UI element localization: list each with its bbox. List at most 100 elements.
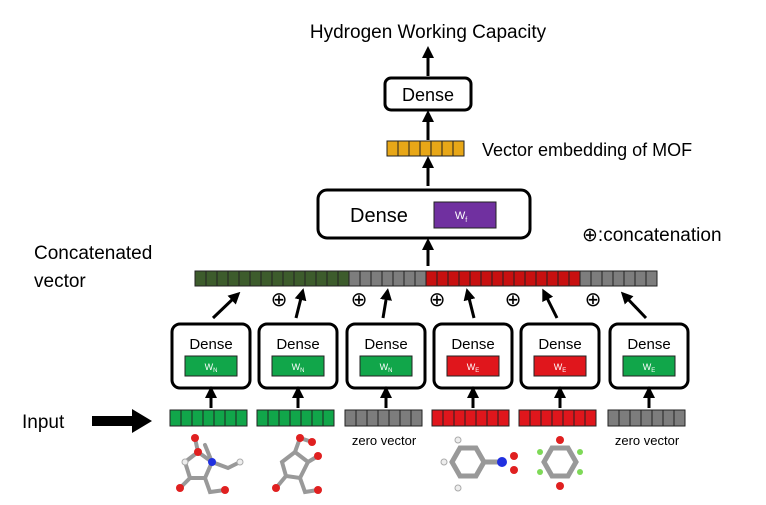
input-cell: [486, 409, 499, 427]
concat-cell: [315, 270, 328, 287]
concat-cell: [634, 270, 647, 287]
input-arrow-icon: [92, 409, 152, 433]
concat-cell: [491, 270, 504, 287]
input-cell: [497, 409, 510, 427]
concat-cell: [271, 270, 284, 287]
node-molecule-icon-1: [176, 434, 244, 495]
concat-cell: [304, 270, 317, 287]
embedding-cell: [397, 140, 410, 157]
input-cell: [640, 409, 653, 427]
concat-cell: [216, 270, 229, 287]
concat-cell: [205, 270, 218, 287]
embedding-label: Vector embedding of MOF: [482, 140, 692, 160]
concat-symbol: ⊕: [351, 289, 368, 311]
input-cell: [518, 409, 531, 427]
concat-vector-label-2: vector: [34, 271, 86, 292]
branch-dense-label: Dense: [364, 336, 407, 353]
branch-to-concat-arrow: [620, 291, 648, 320]
input-cell: [562, 409, 575, 427]
input-cell: [256, 409, 269, 427]
edge-molecule-icon-2: [537, 436, 583, 490]
concat-symbols: ⊕⊕⊕⊕⊕: [271, 289, 602, 311]
concat-cell: [557, 270, 570, 287]
concat-cell: [623, 270, 636, 287]
input-cell: [202, 409, 215, 427]
concat-cell: [425, 270, 438, 287]
concat-cell: [359, 270, 372, 287]
final-weight-box: [433, 201, 497, 229]
concat-cell: [645, 270, 658, 287]
input-vectors: zero vector zero vector: [169, 409, 686, 448]
branch-weight-label: WE: [467, 362, 480, 374]
input-cell: [651, 409, 664, 427]
input-vector-label: zero vector: [615, 433, 680, 448]
input-cell: [442, 409, 455, 427]
concat-cell: [568, 270, 581, 287]
concat-cell: [392, 270, 405, 287]
concat-cell: [502, 270, 515, 287]
input-cell: [344, 409, 357, 427]
input-cell: [475, 409, 488, 427]
final-dense-label: Dense: [350, 205, 408, 227]
input-cell: [453, 409, 466, 427]
concat-cell: [194, 270, 207, 287]
branch-weight-label: WE: [643, 362, 656, 374]
output-dense-label: Dense: [402, 85, 454, 105]
input-cell: [169, 409, 182, 427]
branch-weight-box: [446, 355, 500, 377]
input-cell: [388, 409, 401, 427]
input-vector-label: zero vector: [352, 433, 417, 448]
concatenated-vector: [194, 270, 658, 287]
node-molecule-icon-2: [272, 434, 322, 495]
embedding-cell: [386, 140, 399, 157]
concat-cell: [469, 270, 482, 287]
input-cell: [224, 409, 237, 427]
concat-cell: [403, 270, 416, 287]
final-weight-label: Wf: [455, 210, 467, 224]
input-cell: [377, 409, 390, 427]
concat-vector-label-1: Concatenated: [34, 243, 152, 264]
concat-cell: [436, 270, 449, 287]
input-cell: [213, 409, 226, 427]
branch-to-concat-arrow: [380, 288, 392, 319]
concat-cell: [601, 270, 614, 287]
concat-cell: [480, 270, 493, 287]
concat-cell: [590, 270, 603, 287]
branch-to-concat-arrow: [542, 288, 559, 319]
input-cell: [629, 409, 642, 427]
branch-to-concat-arrow: [294, 288, 307, 319]
concat-cell: [458, 270, 471, 287]
branch-arrows: [211, 288, 648, 320]
concat-cell: [348, 270, 361, 287]
concat-cell: [579, 270, 592, 287]
branch-dense-label: Dense: [189, 336, 232, 353]
branch-weight-box: [184, 355, 238, 377]
branch-dense-label: Dense: [627, 336, 670, 353]
concat-cell: [414, 270, 427, 287]
branch-weight-box: [533, 355, 587, 377]
input-label: Input: [22, 412, 65, 433]
concat-symbol: ⊕: [271, 289, 288, 311]
concat-symbol: ⊕: [429, 289, 446, 311]
concat-cell: [238, 270, 251, 287]
concat-cell: [282, 270, 295, 287]
input-cell: [662, 409, 675, 427]
embedding-cell: [441, 140, 454, 157]
concat-cell: [381, 270, 394, 287]
input-cell: [300, 409, 313, 427]
output-title: Hydrogen Working Capacity: [310, 22, 547, 43]
input-cell: [573, 409, 586, 427]
branch-dense-label: Dense: [451, 336, 494, 353]
concat-cell: [326, 270, 339, 287]
branch-weight-box: [271, 355, 325, 377]
concat-cell: [513, 270, 526, 287]
branch-weight-label: WN: [292, 362, 305, 374]
input-cell: [355, 409, 368, 427]
input-cell: [464, 409, 477, 427]
concat-cell: [260, 270, 273, 287]
input-cell: [322, 409, 335, 427]
branch-weight-box: [622, 355, 676, 377]
concat-cell: [370, 270, 383, 287]
input-cell: [529, 409, 542, 427]
